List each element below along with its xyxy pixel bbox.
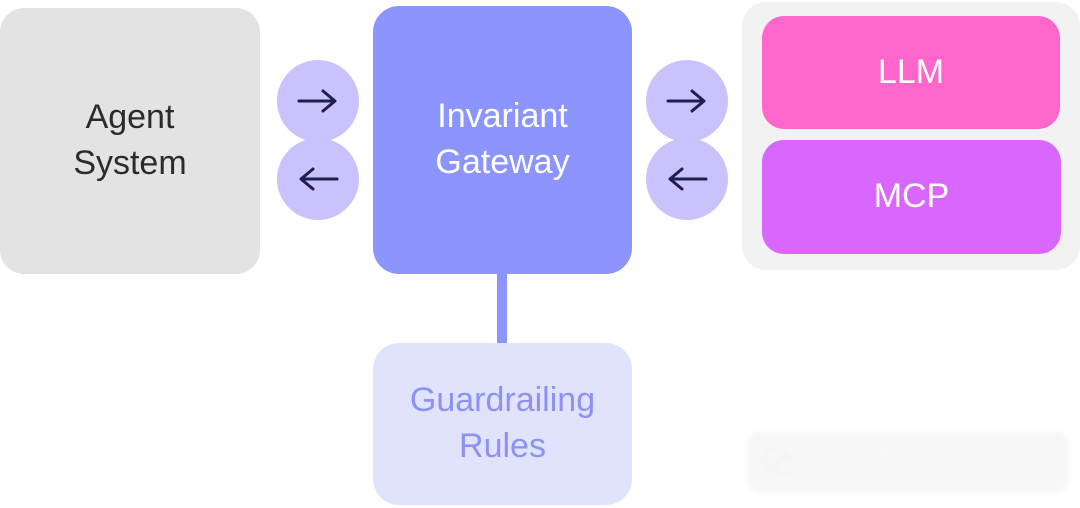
guardrails-label-line1: Guardrailing	[409, 381, 596, 420]
watermark-text: 公众号 · AI与安全	[808, 448, 1012, 479]
agent-system-box: Agent System	[0, 8, 260, 274]
provider-to-gateway-arrow	[646, 138, 728, 220]
agent-to-gateway-arrow	[277, 60, 359, 142]
invariant-gateway-box: Invariant Gateway	[373, 6, 632, 274]
guardrails-label-line2: Rules	[459, 427, 546, 465]
guardrailing-rules-box: Guardrailing Rules	[373, 343, 632, 505]
mcp-label: MCP	[873, 177, 950, 216]
arrow-left-icon	[299, 167, 339, 191]
gateway-label-line1: Invariant	[437, 97, 568, 136]
agent-system-label-line2: System	[73, 144, 187, 182]
gateway-label-line2: Gateway	[435, 143, 570, 181]
mcp-box: MCP	[762, 140, 1061, 254]
agent-system-label-line1: Agent	[85, 98, 175, 137]
watermark: 公众号 · AI与安全	[748, 432, 1068, 492]
llm-label: LLM	[877, 52, 945, 91]
llm-box: LLM	[762, 16, 1060, 129]
arrow-right-icon	[297, 89, 337, 113]
gateway-guardrails-connector	[497, 272, 507, 345]
gateway-to-agent-arrow	[277, 138, 359, 220]
arrow-right-icon	[666, 89, 706, 113]
wechat-icon	[762, 447, 798, 477]
gateway-to-provider-arrow	[646, 60, 728, 142]
arrow-left-icon	[668, 167, 708, 191]
